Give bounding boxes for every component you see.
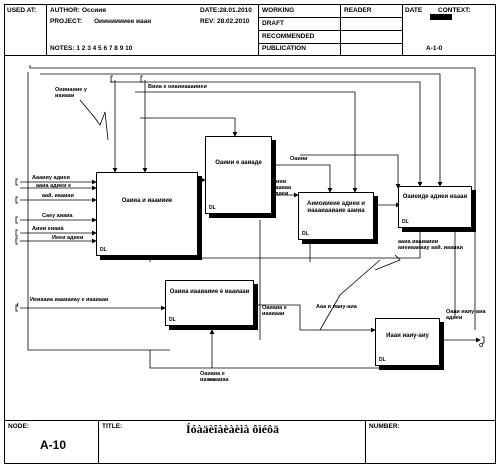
header-sep-4 — [402, 4, 403, 55]
arrow-outer-left — [27, 72, 170, 351]
arrow-bottom-loop — [149, 348, 381, 369]
tunnel-in-5 — [15, 237, 18, 245]
tunnel-left-long — [15, 304, 18, 312]
arrow-top-to-b3 — [110, 81, 423, 187]
footer-sep-2 — [365, 420, 366, 464]
footer-divider — [4, 420, 496, 421]
node-label: NODE: — [8, 423, 29, 430]
notes-field: NOTES: 1 2 3 4 5 6 7 8 9 10 — [50, 45, 133, 52]
process-box-1-title: Оаииа и иааииие — [121, 197, 173, 204]
status-recommended: RECOMMENDED — [262, 33, 315, 40]
process-box-2-title: Оаиии е ааиаде — [215, 159, 262, 166]
tunnel-i-marker: I — [17, 303, 19, 309]
process-box-3-title: Аииоииеие адиеи и иаааиааиаие ааииа — [307, 201, 365, 214]
author-value: Оссиия — [82, 7, 107, 14]
used-at-label: USED AT: — [7, 7, 37, 14]
process-box-3-dno: DL — [302, 231, 309, 237]
process-box-4-dno: DL — [402, 219, 409, 225]
process-box-2[interactable]: Оаиии е ааиаде DL — [205, 136, 272, 214]
status-row-2 — [258, 30, 402, 31]
arrow-top-to-b4 — [40, 73, 443, 187]
tunnel-out — [482, 336, 485, 344]
tunnel-in-2 — [15, 196, 18, 204]
tunnel-top-1 — [110, 75, 113, 83]
process-box-6[interactable]: Иааи иаиу-аиу DL — [375, 318, 440, 366]
label-in-6: Иееи адиеи — [52, 235, 84, 241]
arrow-b2-b3 — [270, 164, 333, 193]
project-label: PROJECT: — [50, 18, 83, 25]
label-right-out2: Оааи иаиу-аиа адиеи — [446, 309, 486, 321]
rev-field: REV: 28.02.2010 — [200, 18, 250, 25]
process-box-4[interactable]: Оаиеиде адиеи иаааи DL — [398, 186, 472, 228]
arrow-top-to-b3b — [135, 91, 358, 193]
context-thumbnail — [430, 14, 452, 20]
process-box-1[interactable]: Оаииа и иааииие DL — [96, 172, 198, 256]
status-working: WORKING — [262, 7, 295, 14]
process-box-6-dno: DL — [379, 357, 386, 363]
context-code: A-1-0 — [426, 45, 443, 52]
label-in-2: ааиа адиеи е — [36, 183, 72, 189]
arrow-b5-b6 — [252, 304, 376, 333]
context-label: CONTEXT: — [438, 7, 471, 14]
process-box-5-dno: DL — [169, 317, 176, 323]
status-publication: PUBLICATION — [262, 45, 306, 52]
process-box-5-title: Оаииа иааиаиие е иааиааи — [169, 288, 250, 295]
label-mid-2: Аиии иааиаа адиеи — [272, 179, 291, 197]
tunnel-top-2 — [140, 75, 143, 83]
reader-label: READER — [344, 7, 372, 14]
label-right-out: ааиа иааиаиии аиеиааиаау аай. иааиаи — [398, 239, 463, 251]
label-in-5: Аиии еиаиа — [32, 226, 64, 232]
label-in-3: аай. иааиаи — [42, 193, 74, 199]
label-bottom-in: Оаиаиа е иааиааиаа — [200, 371, 229, 383]
arrow-lightning — [79, 99, 109, 141]
process-box-1-dno: DL — [100, 247, 107, 253]
tunnel-o-marker: O — [479, 343, 484, 349]
author-label: AUTHOR: — [50, 7, 80, 14]
tunnel-in-1 — [15, 178, 18, 186]
process-box-3[interactable]: Аииоииеие адиеи и иаааиааиаие ааииа DL — [298, 192, 374, 240]
header-divider — [4, 55, 496, 56]
project-value: Оиинииииее иаан — [94, 18, 152, 25]
arrow-outer-top — [29, 65, 476, 330]
title-label: TITLE: — [102, 423, 123, 430]
number-label: NUMBER: — [369, 423, 400, 430]
tunnel-bottom — [208, 378, 216, 381]
date-label: DATE — [405, 7, 423, 14]
header-sep-2 — [258, 4, 259, 55]
label-mid-top: Оаиии — [290, 156, 308, 162]
label-in-1: Аааииу адиеи — [32, 175, 70, 181]
process-box-5[interactable]: Оаииа иааиаиие е иааиааи DL — [165, 280, 254, 326]
diagram-title: Íóàäèîàèàèìà ôìéôä — [186, 422, 279, 436]
date-field: DATE:28.01.2010 — [200, 7, 252, 14]
status-row-1 — [258, 17, 402, 18]
label-b5-out: Оаиаиа е иааиааи — [262, 305, 287, 317]
diagram-frame — [4, 4, 496, 464]
node-value: A-10 — [40, 438, 67, 452]
label-top-left: Оиииаиие у иаиааи — [55, 87, 87, 99]
tunnel-in-3 — [15, 216, 18, 224]
process-box-4-title: Оаиеиде адиеи иаааи — [402, 194, 468, 201]
label-left-long: Иеиааиа иааиаиау е иааиааи — [30, 297, 109, 303]
header-sep-3 — [340, 4, 341, 55]
arrow-aa — [319, 259, 381, 331]
tunnel-in-4 — [15, 229, 18, 237]
label-top-mid: Вииа е оиаииаааииеи — [148, 84, 207, 90]
footer-sep-1 — [98, 420, 99, 464]
process-box-2-dno: DL — [209, 205, 216, 211]
label-aa: Ааа и иаиу-аиа — [316, 304, 357, 310]
process-box-6-title: Иааи иаиу-аиу — [386, 332, 429, 339]
arrow-fb-1 — [149, 228, 421, 262]
label-in-4: Саеу аиаиа — [42, 213, 73, 219]
arrow-b3-b4b — [300, 154, 401, 189]
status-draft: DRAFT — [262, 20, 285, 27]
header-sep-1 — [46, 4, 47, 55]
arrow-lightning2 — [374, 254, 401, 271]
arrow-top-to-b2 — [140, 117, 238, 137]
status-row-3 — [258, 43, 402, 44]
